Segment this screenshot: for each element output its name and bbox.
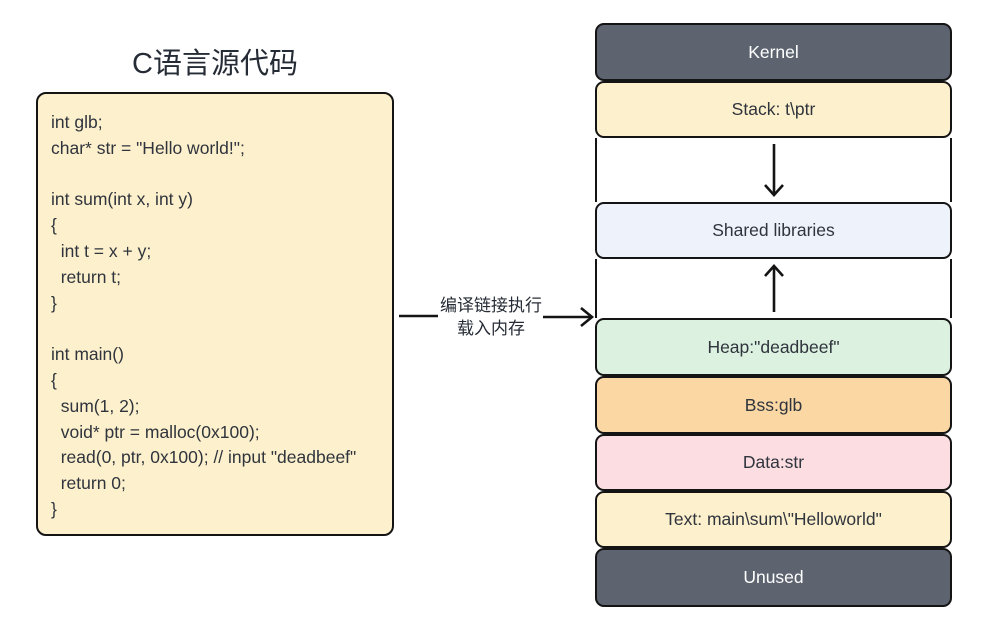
right-arrow-icon xyxy=(543,306,595,328)
connector-label-line1: 编译链接执行 xyxy=(440,296,542,315)
memory-segment-label: Shared libraries xyxy=(712,220,835,240)
memory-segment-data: Data:str xyxy=(595,434,952,491)
memory-gap-heap-growth xyxy=(595,259,952,318)
connector-label-line2: 载入内存 xyxy=(457,319,525,338)
memory-segment-label: Heap:"deadbeef" xyxy=(707,336,840,357)
connector-line xyxy=(399,314,438,318)
memory-segment-heap: Heap:"deadbeef" xyxy=(595,318,952,376)
down-arrow-icon xyxy=(763,144,784,197)
memory-segment-text: Text: main\sum\"Helloworld" xyxy=(595,491,952,548)
memory-segment-label: Bss:glb xyxy=(744,394,803,415)
memory-segment-label: Kernel xyxy=(748,41,799,62)
connector-label: 编译链接执行 载入内存 xyxy=(433,294,549,340)
memory-segment-kernel: Kernel xyxy=(595,23,952,81)
memory-segment-label: Data:str xyxy=(742,452,805,472)
up-arrow-icon xyxy=(763,264,784,312)
memory-segment-label: Stack: t\ptr xyxy=(731,99,816,119)
memory-segment-stack: Stack: t\ptr xyxy=(595,81,952,138)
page-title: C语言源代码 xyxy=(132,48,298,80)
memory-segment-label: Unused xyxy=(743,567,804,587)
memory-segment-bss: Bss:glb xyxy=(595,376,952,434)
memory-segment-label: Text: main\sum\"Helloworld" xyxy=(665,509,882,529)
memory-segment-shared-libraries: Shared libraries xyxy=(595,202,952,259)
source-code-box: int glb; char* str = "Hello world!"; int… xyxy=(36,92,394,536)
memory-gap-stack-growth xyxy=(595,138,952,202)
memory-segment-unused: Unused xyxy=(595,548,952,607)
source-code-text: int glb; char* str = "Hello world!"; int… xyxy=(51,112,357,519)
